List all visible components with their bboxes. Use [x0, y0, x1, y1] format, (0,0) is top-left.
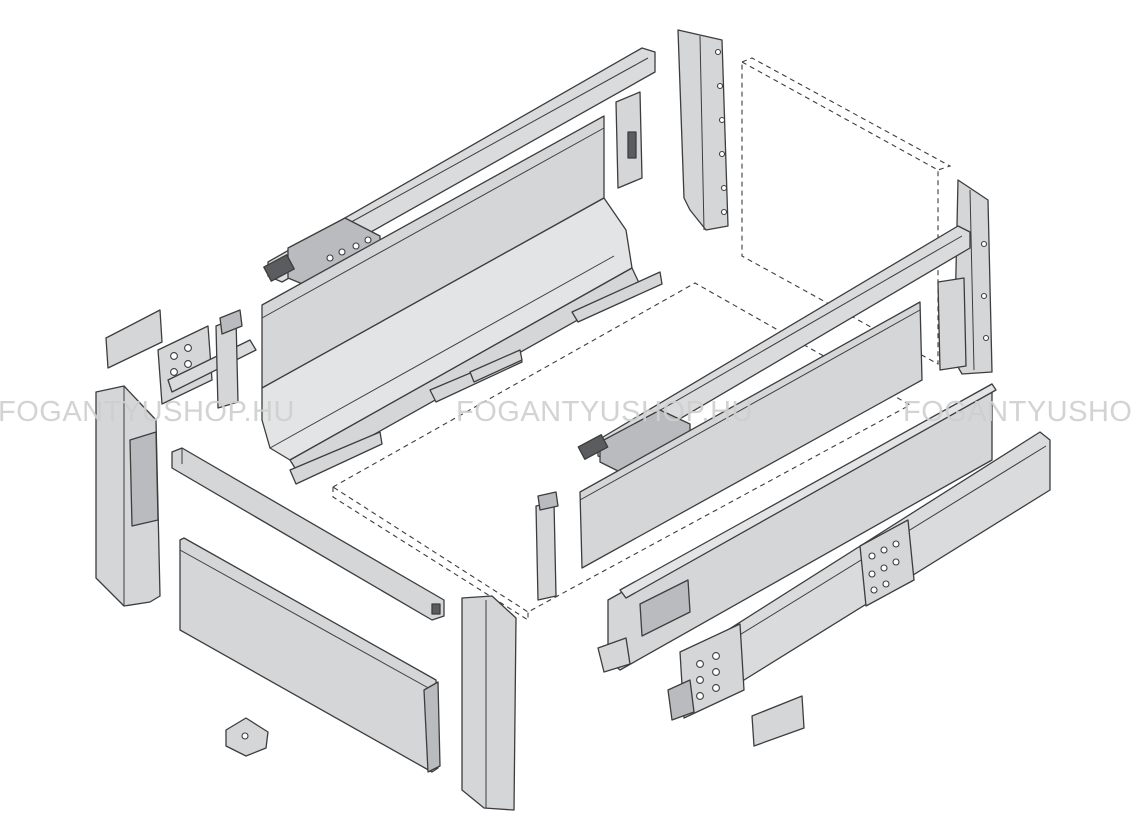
rear-back-panel — [677, 29, 729, 231]
front-panel — [179, 537, 441, 773]
connector-post-left — [215, 309, 243, 409]
runner-right — [711, 431, 1051, 691]
cover-cap-right — [751, 695, 805, 747]
small-clip — [225, 717, 269, 757]
front-bracket-right — [667, 623, 745, 721]
cabinet-outline-bottom — [331, 282, 912, 621]
front-rail-bar — [171, 447, 445, 621]
front-upright-right — [461, 595, 517, 811]
rear-connector-left — [615, 91, 643, 189]
front-bracket-left — [157, 325, 257, 405]
connector-post-middle — [535, 491, 559, 601]
bottom-clip-set — [289, 271, 663, 485]
top-rail-right — [577, 225, 971, 479]
right-side-panel — [597, 383, 997, 673]
left-side-panel — [261, 115, 641, 477]
right-rear-bracket — [937, 179, 993, 375]
cabinet-outline-back — [741, 57, 952, 365]
front-upright-left — [95, 385, 161, 607]
cover-cap-left — [105, 309, 163, 369]
right-inner-panel — [579, 301, 923, 569]
